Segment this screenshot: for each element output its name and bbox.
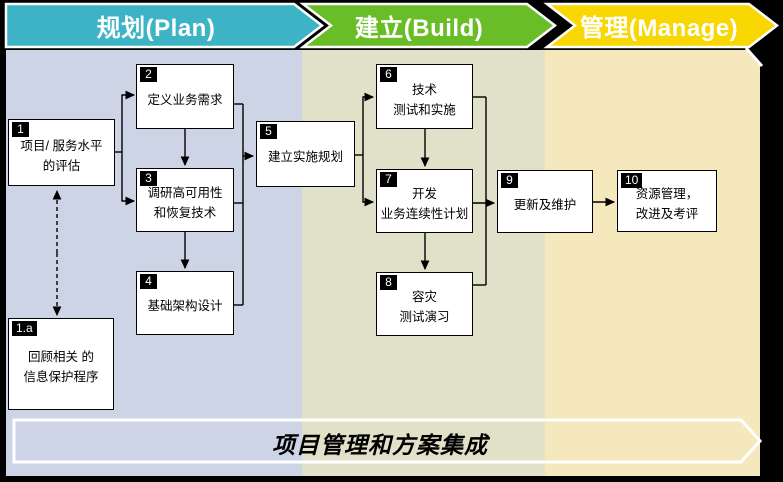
box-1-label: 项目/ 服务水平 xyxy=(20,138,103,153)
box-3-number: 3 xyxy=(140,171,157,186)
box-8-label: 容灾 xyxy=(411,290,437,304)
stage-title-manage: 管理(Manage) xyxy=(579,15,739,42)
box-1-number: 1 xyxy=(12,122,29,137)
box-10-label: 资源管理， xyxy=(635,187,699,201)
flow-box-7: 7 开发 业务连续性计划 xyxy=(376,169,473,233)
box-8-label: 测试演习 xyxy=(399,310,450,324)
box-7-label: 业务连续性计划 xyxy=(380,207,469,221)
stage-title-plan: 规划(Plan) xyxy=(96,15,216,42)
box-7-number: 7 xyxy=(380,172,397,187)
box-9-number: 9 xyxy=(501,173,518,188)
box-3-label: 调研高可用性 xyxy=(147,186,223,200)
box-4-number: 4 xyxy=(140,274,157,289)
box-4-label: 基础架构设计 xyxy=(147,299,223,313)
flow-box-5: 5 建立实施规划 xyxy=(256,121,355,187)
box-8-number: 8 xyxy=(380,275,397,290)
box-10-number: 10 xyxy=(621,173,643,188)
flow-box-4: 4 基础架构设计 xyxy=(136,271,234,335)
flow-box-3: 3 调研高可用性 和恢复技术 xyxy=(136,168,234,232)
flow-box-1: 1 项目/ 服务水平 的评估 xyxy=(8,119,115,186)
box-9-label: 更新及维护 xyxy=(513,197,577,212)
flow-box-9: 9 更新及维护 xyxy=(497,170,593,233)
banner-title: 项目管理和方案集成 xyxy=(272,433,488,458)
box-1a-label: 回顾相关 的 xyxy=(28,350,94,364)
box-5-label: 建立实施规划 xyxy=(267,150,343,164)
stage-title-build: 建立(Build) xyxy=(354,15,484,42)
box-2-label: 定义业务需求 xyxy=(147,92,223,107)
flow-box-10: 10 资源管理， 改进及考评 xyxy=(617,170,717,232)
flow-box-2: 2 定义业务需求 xyxy=(136,64,234,129)
box-6-label: 测试和实施 xyxy=(393,102,456,117)
box-1-label: 的评估 xyxy=(42,158,81,173)
box-5-number: 5 xyxy=(260,124,277,139)
box-1a-number: 1.a xyxy=(12,321,37,336)
manage-stage-band xyxy=(545,50,760,476)
box-2-number: 2 xyxy=(140,67,157,82)
flow-box-8: 8 容灾 测试演习 xyxy=(376,272,473,336)
box-1a-label: 信息保护程序 xyxy=(23,370,99,384)
box-10-label: 改进及考评 xyxy=(635,207,699,221)
box-6-label: 技术 xyxy=(411,82,437,97)
flow-box-1a: 1.a 回顾相关 的 信息保护程序 xyxy=(8,318,114,410)
flow-box-6: 6 技术 测试和实施 xyxy=(376,64,473,129)
box-6-number: 6 xyxy=(380,67,397,82)
box-7-label: 开发 xyxy=(411,187,437,201)
box-3-label: 和恢复技术 xyxy=(153,206,217,220)
